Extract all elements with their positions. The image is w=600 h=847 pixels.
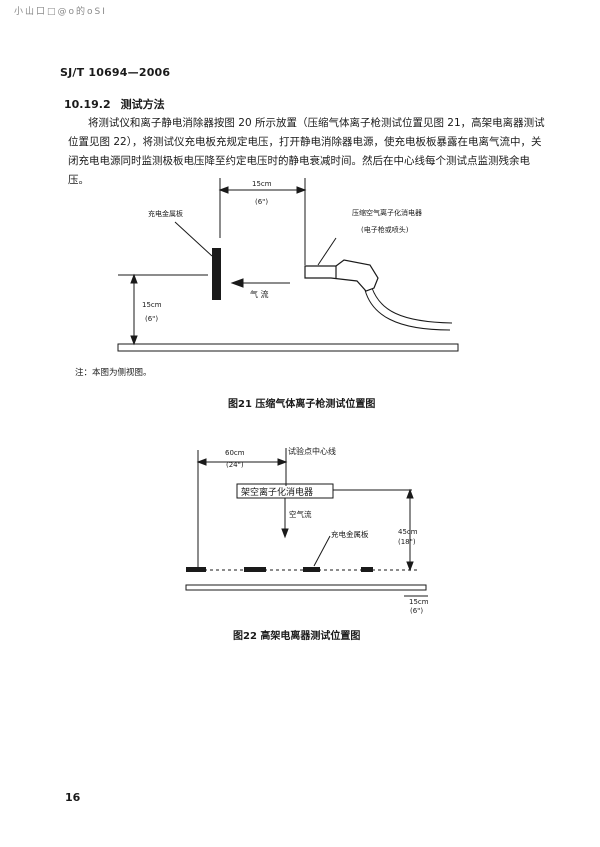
fig21-airflow-label: 气 流 <box>250 289 269 299</box>
arrowhead <box>218 186 229 194</box>
arrowhead <box>130 273 138 284</box>
fig22-table-dim-in: (6") <box>410 607 423 615</box>
section-heading: 10.19.2 测试方法 <box>64 96 165 112</box>
leader-line <box>174 221 213 257</box>
paragraph-line: 闭充电电源同时监测极板电压降至约定电压时的静电衰减时间。然后在中心线每个测试点监… <box>68 155 530 167</box>
section-number: 10.19.2 <box>64 98 111 111</box>
arrowhead <box>406 561 414 572</box>
charged-plate <box>361 567 373 572</box>
fig21-gun-sublabel: (电子枪或喷头) <box>361 225 409 234</box>
arrowhead <box>296 186 307 194</box>
gun-cable <box>364 289 451 331</box>
figure-21-diagram: 15cm (6") 充电金属板 压缩空气离子化消电器 (电子枪或喷头) 气 流 … <box>117 178 459 352</box>
leader-line <box>317 237 337 266</box>
fig21-height-dim-in: (6") <box>145 315 158 323</box>
fig22-plate-label: 充电金属板 <box>331 529 369 539</box>
gun-cable <box>371 287 453 324</box>
fig21-gun-label: 压缩空气离子化消电器 <box>352 208 422 217</box>
scan-artifact-text: 小山口□@o的oSI <box>14 7 107 17</box>
fig22-height-dim: 45cm <box>398 528 418 536</box>
arrowhead <box>277 458 288 466</box>
airflow-arrowhead <box>230 278 244 288</box>
fig22-top-dim-in: (24") <box>226 461 244 469</box>
arrowhead <box>406 488 414 499</box>
fig22-table-dim: 15cm <box>409 598 429 606</box>
paragraph-line: 位置见图 22），将测试仪充电板充规定电压，打开静电消除器电源，使充电板板暴露在… <box>68 136 542 148</box>
arrowhead <box>196 458 207 466</box>
figure-21-note: 注：本图为侧视图。 <box>75 368 152 378</box>
standard-code: SJ/T 10694—2006 <box>60 66 171 79</box>
figure-22-caption: 图22 高架电离器测试位置图 <box>233 631 361 642</box>
page-number: 16 <box>65 791 81 804</box>
figure-22-diagram: 60cm (24") 试验点中心线 架空离子化消电器 空气流 充电金属板 45c… <box>185 446 429 615</box>
charged-plate <box>244 567 266 572</box>
leader-line <box>313 535 331 567</box>
fig21-plate-label: 充电金属板 <box>148 209 183 218</box>
ion-gun <box>304 259 379 292</box>
charged-plate <box>212 248 221 300</box>
paragraph-line: 将测试仪和离子静电消除器按图 20 所示放置（压缩气体离子枪测试位置见图 21，… <box>87 117 545 129</box>
fig21-top-dim-in: (6") <box>255 198 268 206</box>
airflow-arrowhead <box>281 528 289 539</box>
paragraph-line: 压。 <box>68 174 89 186</box>
section-paragraph: 将测试仪和离子静电消除器按图 20 所示放置（压缩气体离子枪测试位置见图 21，… <box>68 114 548 190</box>
test-table <box>185 584 427 591</box>
fig22-centerline-label: 试验点中心线 <box>288 446 336 456</box>
test-table <box>117 343 459 352</box>
section-title: 测试方法 <box>120 98 165 111</box>
figure-21-caption: 图21 压缩气体离子枪测试位置图 <box>228 399 376 410</box>
fig21-height-dim: 15cm <box>142 301 162 309</box>
charged-plate <box>186 567 206 572</box>
fig21-top-dim: 15cm <box>252 180 272 188</box>
fig22-top-dim: 60cm <box>225 449 245 457</box>
fig22-height-dim-in: (18") <box>398 538 416 546</box>
arrowhead <box>130 335 138 346</box>
charged-plate <box>303 567 320 572</box>
fig22-airflow-label: 空气流 <box>289 509 312 519</box>
fig22-ionizer-label: 架空离子化消电器 <box>241 486 313 498</box>
